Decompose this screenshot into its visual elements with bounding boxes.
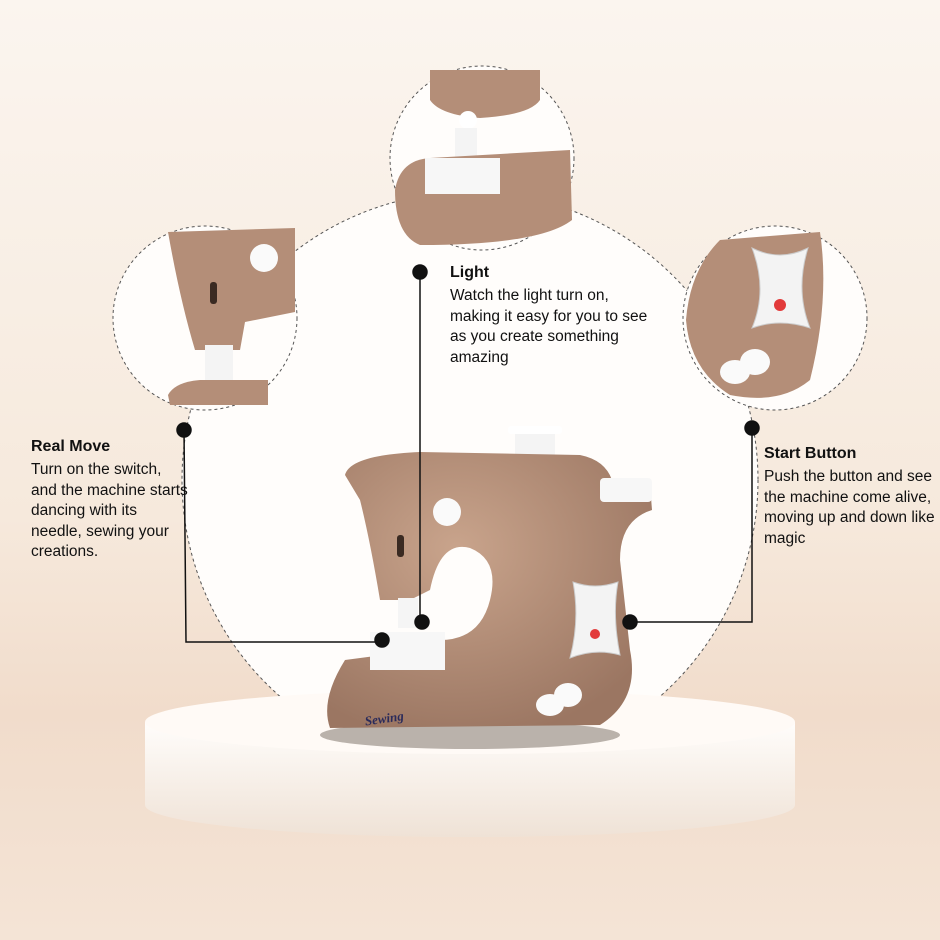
detail-circle-start-button [682, 225, 868, 411]
detail-circle-real-move [112, 225, 298, 411]
connector-light [412, 264, 430, 630]
feature-light: Light Watch the light turn on, making it… [450, 264, 650, 368]
feature-description: Push the button and see the machine come… [764, 468, 935, 547]
connector-real-move [176, 422, 390, 648]
svg-text:Sewing: Sewing [364, 708, 405, 728]
feature-title: Light [450, 264, 490, 281]
connector-start-button [622, 420, 760, 630]
feature-title: Real Move [31, 438, 111, 455]
feature-start-button: Start Button Push the button and see the… [764, 445, 940, 549]
feature-real-move: Real Move Turn on the switch, and the ma… [31, 438, 191, 563]
sewing-machine: Sewing [327, 426, 652, 728]
feature-description: Turn on the switch, and the machine star… [31, 461, 188, 560]
feature-title: Start Button [764, 445, 857, 462]
detail-circle-light [389, 65, 575, 251]
feature-description: Watch the light turn on, making it easy … [450, 287, 648, 366]
